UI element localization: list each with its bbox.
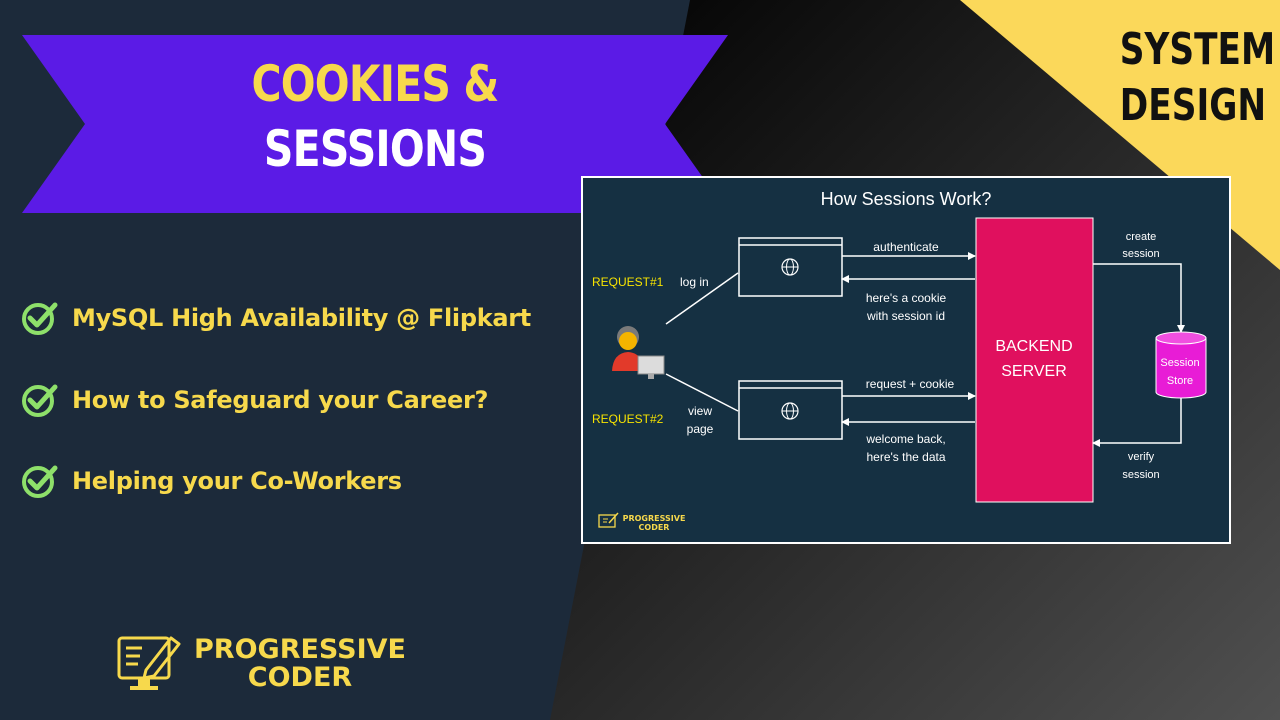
arrow-authenticate: authenticate: [873, 240, 939, 254]
check-circle-icon: [22, 302, 58, 335]
brand-name-line2: CODER: [247, 662, 353, 693]
backend-server-label-line1: BACKEND: [995, 338, 1072, 355]
arrow-request-cookie: request + cookie: [866, 377, 955, 391]
request2-action-line1: view: [688, 404, 712, 418]
check-circle-icon: [22, 384, 58, 417]
arrow-cookie-line2: with session id: [866, 309, 945, 323]
bullet-text: How to Safeguard your Career?: [72, 386, 489, 414]
brand-logo: PROGRESSIVE CODER: [116, 630, 416, 700]
arrow-cookie-line1: here's a cookie: [866, 291, 947, 305]
request1-action: log in: [680, 275, 709, 289]
page-title-line1: COOKIES &: [251, 55, 499, 113]
bullet-text: MySQL High Availability @ Flipkart: [72, 304, 531, 332]
watermark-line2: CODER: [639, 523, 670, 532]
bullet-text: Helping your Co-Workers: [72, 467, 402, 495]
verify-session-line1: verify: [1128, 451, 1155, 463]
sessions-diagram: How Sessions Work? REQUEST#1 log in REQU…: [581, 176, 1231, 544]
monitor-pencil-icon: [117, 636, 181, 690]
backend-server-box: [975, 217, 1094, 503]
browser-window-2: [738, 380, 843, 440]
request1-label: REQUEST#1: [592, 275, 664, 289]
check-circle-icon: [22, 465, 58, 498]
watermark-monitor-icon: [598, 512, 619, 528]
create-session-line2: session: [1122, 248, 1159, 260]
session-store-cylinder: [1155, 331, 1207, 399]
diagram-title: How Sessions Work?: [821, 189, 992, 209]
session-store-label-line2: Store: [1167, 375, 1193, 387]
arrow-welcome-line2: here's the data: [866, 450, 945, 464]
verify-session-line2: session: [1122, 469, 1159, 481]
globe-icon: [781, 258, 799, 276]
category-label-line1: SYSTEM: [1119, 24, 1276, 75]
page-title-line2: SESSIONS: [263, 120, 487, 178]
category-label-line2: DESIGN: [1119, 80, 1267, 131]
bullet-item: Helping your Co-Workers: [20, 461, 402, 501]
arrow-welcome-line1: welcome back,: [865, 432, 945, 446]
request2-label: REQUEST#2: [592, 412, 664, 426]
globe-icon: [781, 402, 799, 420]
bullet-item: MySQL High Availability @ Flipkart: [20, 298, 531, 338]
browser-window-1: [738, 237, 843, 297]
request2-action-line2: page: [687, 422, 714, 436]
user-at-computer-icon: [612, 326, 665, 379]
session-store-label-line1: Session: [1160, 357, 1199, 369]
brand-name-line1: PROGRESSIVE: [194, 634, 406, 665]
backend-server-label-line2: SERVER: [1001, 363, 1067, 380]
create-session-line1: create: [1126, 231, 1157, 243]
bullet-item: How to Safeguard your Career?: [20, 380, 488, 420]
watermark-line1: PROGRESSIVE: [623, 514, 686, 523]
title-banner: [22, 35, 728, 213]
